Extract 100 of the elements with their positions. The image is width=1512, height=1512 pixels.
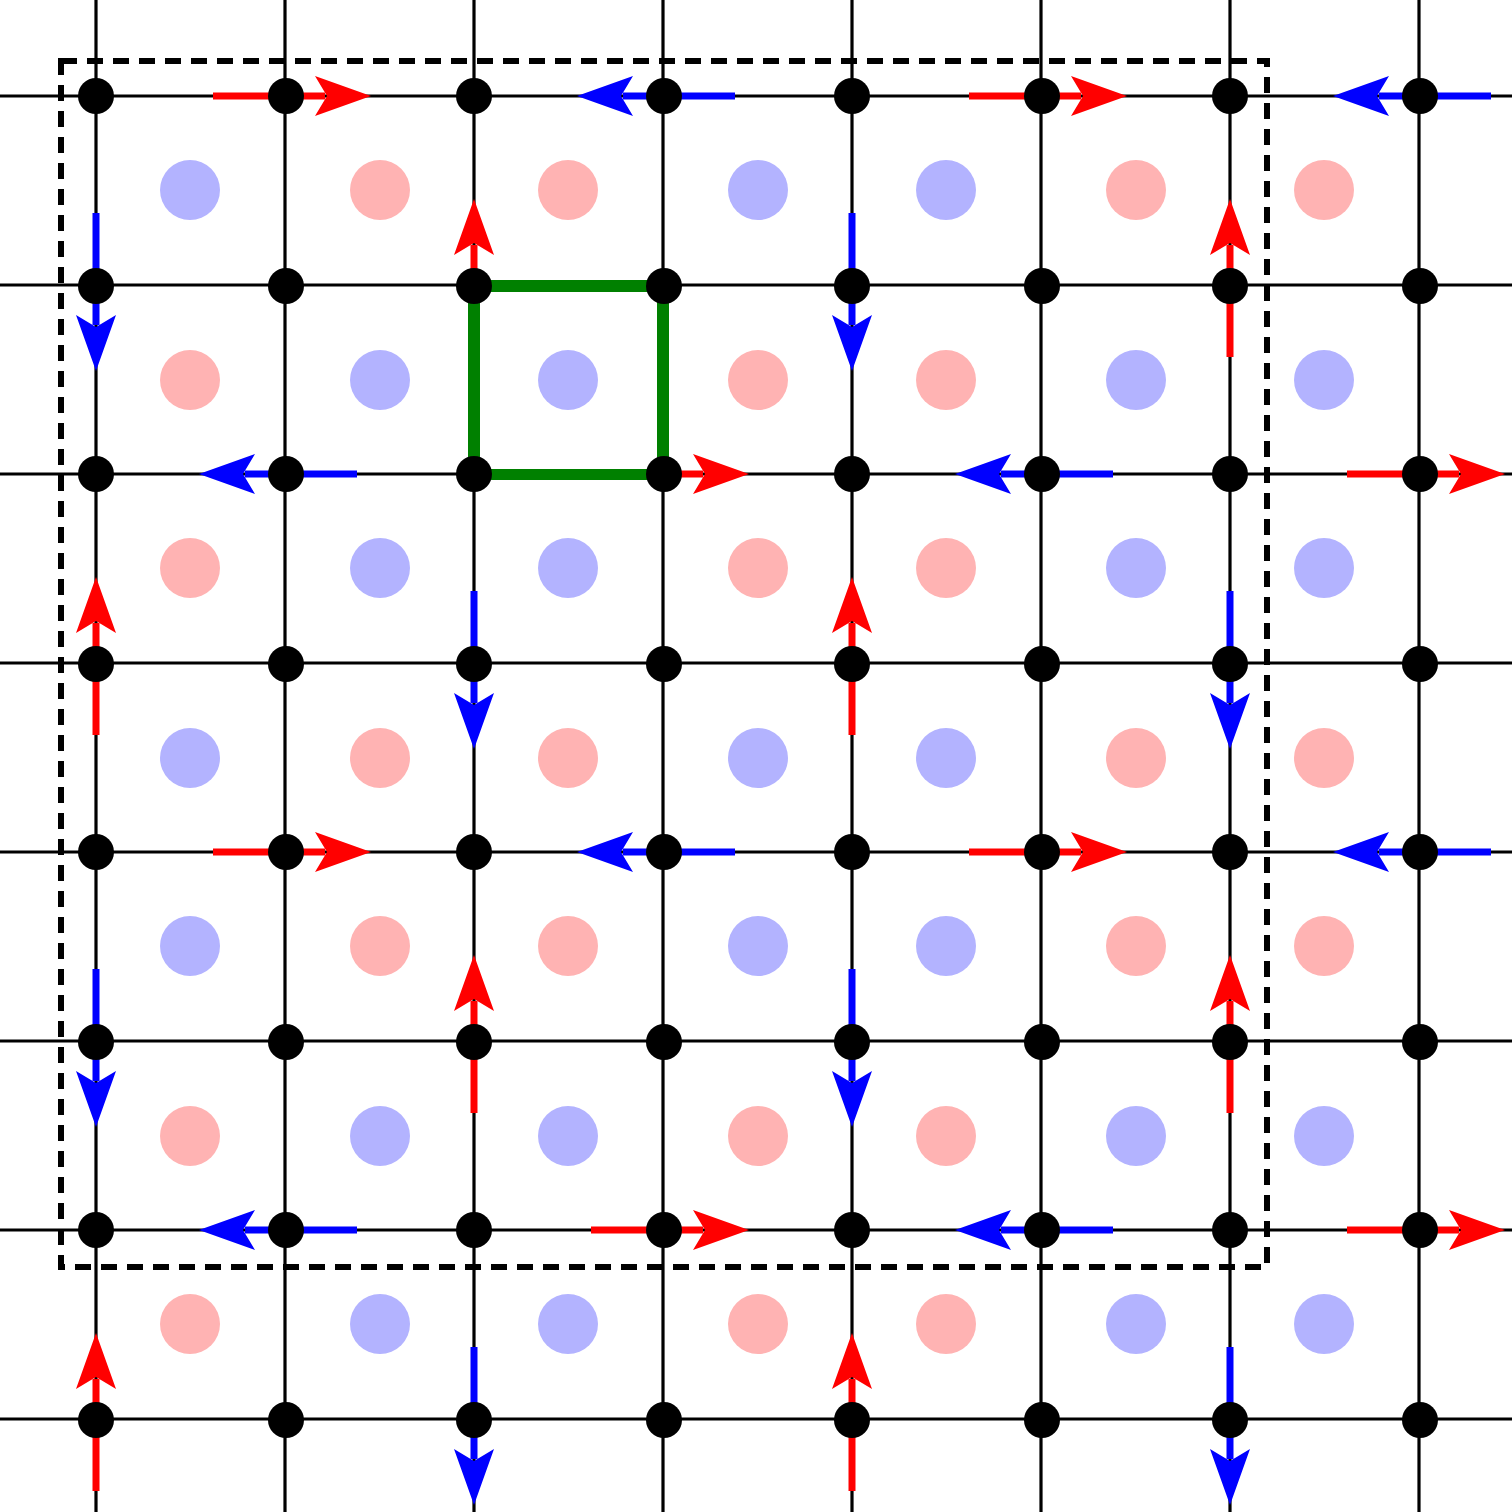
plaquette-disc: [160, 1105, 221, 1166]
plaquette-disc: [538, 349, 599, 410]
lattice-dot: [645, 834, 681, 870]
lattice-dot: [1401, 456, 1437, 492]
plaquette-disc: [916, 160, 977, 221]
plaquette-disc: [349, 1294, 410, 1355]
plaquette-disc: [727, 160, 788, 221]
plaquette-disc: [727, 727, 788, 788]
lattice-dot: [267, 267, 303, 303]
plaquette-disc: [538, 1105, 599, 1166]
plaquette-disc: [160, 160, 221, 221]
plaquette-disc: [1105, 727, 1166, 788]
lattice-dot: [456, 1401, 492, 1437]
plaquette-disc: [349, 538, 410, 599]
lattice-dot: [1401, 1212, 1437, 1248]
plaquette-disc: [1105, 1294, 1166, 1355]
plaquette-disc: [1294, 160, 1355, 221]
plaquette-disc: [349, 916, 410, 977]
plaquette-disc: [1105, 349, 1166, 410]
lattice-dot: [1401, 645, 1437, 681]
plaquette-disc: [727, 349, 788, 410]
lattice-dot: [1212, 645, 1248, 681]
lattice-dot: [456, 267, 492, 303]
plaquette-disc: [1294, 1105, 1355, 1166]
plaquette-disc: [349, 160, 410, 221]
plaquette-disc: [916, 916, 977, 977]
lattice-dot: [78, 1212, 114, 1248]
plaquette-disc: [1294, 727, 1355, 788]
lattice-dot: [1212, 834, 1248, 870]
lattice-dot: [78, 456, 114, 492]
plaquette-disc: [916, 1294, 977, 1355]
lattice-dot: [1212, 78, 1248, 114]
plaquette-disc: [160, 916, 221, 977]
lattice-dot: [1023, 1401, 1059, 1437]
plaquette-disc: [916, 1105, 977, 1166]
lattice-dot: [456, 1023, 492, 1059]
plaquette-disc: [1105, 538, 1166, 599]
plaquette-disc: [1105, 1105, 1166, 1166]
lattice-dot: [834, 267, 870, 303]
dashed-frame: [57, 57, 1269, 1269]
lattice-dot: [267, 1401, 303, 1437]
lattice-dot: [645, 1212, 681, 1248]
lattice-dot: [1212, 1212, 1248, 1248]
lattice-dot: [1212, 267, 1248, 303]
lattice-dot: [834, 1023, 870, 1059]
lattice-dot: [1401, 78, 1437, 114]
plaquette-disc: [349, 349, 410, 410]
plaquette-disc: [349, 727, 410, 788]
lattice-dot: [1023, 78, 1059, 114]
lattice-dot: [78, 78, 114, 114]
lattice-dot: [456, 834, 492, 870]
lattice-dot: [267, 1023, 303, 1059]
lattice-dot: [834, 1212, 870, 1248]
lattice-dot: [1401, 267, 1437, 303]
lattice-dot: [645, 1023, 681, 1059]
highlight-square: [468, 279, 669, 480]
plaquette-disc: [1294, 349, 1355, 410]
lattice-dot: [456, 645, 492, 681]
plaquette-disc: [916, 349, 977, 410]
plaquette-disc: [1105, 160, 1166, 221]
plaquette-disc: [1294, 916, 1355, 977]
lattice-dot: [267, 456, 303, 492]
lattice-dot: [267, 645, 303, 681]
lattice-dot: [1212, 1401, 1248, 1437]
plaquette-disc: [349, 1105, 410, 1166]
plaquette-disc: [160, 349, 221, 410]
plaquette-disc: [538, 916, 599, 977]
plaquette-disc: [538, 1294, 599, 1355]
lattice-dot: [645, 78, 681, 114]
lattice-dot: [834, 1401, 870, 1437]
plaquette-disc: [160, 727, 221, 788]
lattice-dot: [1023, 1023, 1059, 1059]
lattice-dot: [834, 456, 870, 492]
lattice-dot: [1023, 834, 1059, 870]
lattice-dot: [456, 78, 492, 114]
plaquette-disc: [727, 916, 788, 977]
lattice-dot: [1401, 1023, 1437, 1059]
plaquette-disc: [1294, 538, 1355, 599]
plaquette-disc: [538, 538, 599, 599]
lattice-dot: [78, 1401, 114, 1437]
lattice-dot: [645, 267, 681, 303]
lattice-dot: [1401, 834, 1437, 870]
lattice-dot: [456, 456, 492, 492]
lattice-dot: [456, 1212, 492, 1248]
lattice-dot: [267, 1212, 303, 1248]
lattice-dot: [78, 645, 114, 681]
plaquette-disc: [727, 1294, 788, 1355]
plaquette-disc: [727, 538, 788, 599]
lattice-dot: [834, 645, 870, 681]
plaquette-disc: [1105, 916, 1166, 977]
lattice-dot: [78, 1023, 114, 1059]
lattice-dot: [1023, 267, 1059, 303]
lattice-dot: [1212, 456, 1248, 492]
lattice-dot: [1212, 1023, 1248, 1059]
lattice-dot: [645, 456, 681, 492]
plaquette-disc: [160, 1294, 221, 1355]
lattice-dot: [1023, 645, 1059, 681]
lattice-dot: [834, 834, 870, 870]
plaquette-disc: [160, 538, 221, 599]
lattice-dot: [267, 834, 303, 870]
